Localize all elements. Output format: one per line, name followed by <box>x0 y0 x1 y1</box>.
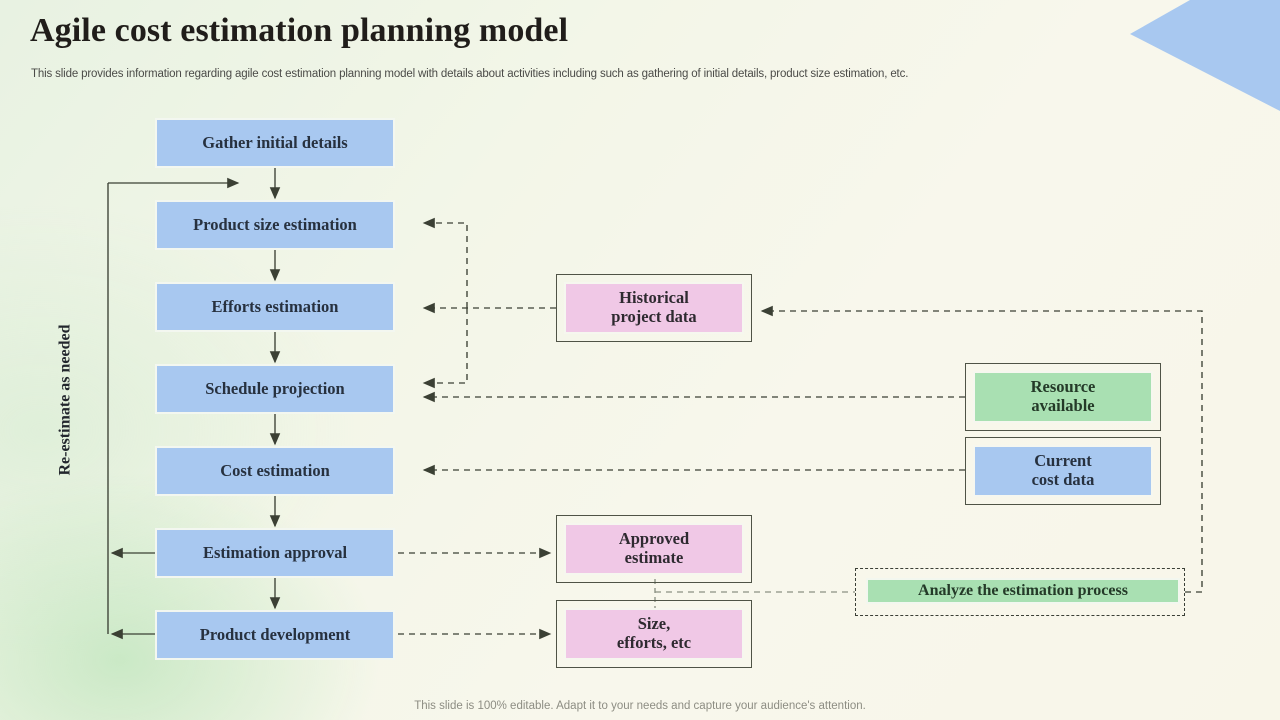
re-estimate-loop-label: Re-estimate as needed <box>55 285 77 515</box>
flow-step-schedule-projection[interactable]: Schedule projection <box>155 364 395 414</box>
input-card-historical-project-data[interactable]: Historical project data <box>556 274 752 342</box>
output-card-approved-estimate[interactable]: Approved estimate <box>556 515 752 583</box>
analyze-label: Analyze the estimation process <box>918 582 1128 599</box>
loop-label-text: Re-estimate as needed <box>57 324 75 476</box>
flow-step-estimation-approval[interactable]: Estimation approval <box>155 528 395 578</box>
flow-step-cost-estimation[interactable]: Cost estimation <box>155 446 395 496</box>
output-card-line-1: Size, <box>637 614 671 634</box>
output-card-line-1: Approved <box>618 529 690 549</box>
input-card-line-2: available <box>1031 396 1095 415</box>
output-card-size-efforts[interactable]: Size, efforts, etc <box>556 600 752 668</box>
input-card-resource-available[interactable]: Resource available <box>965 363 1161 431</box>
flow-step-label: Gather initial details <box>202 132 348 152</box>
flow-step-product-size-estimation[interactable]: Product size estimation <box>155 200 395 250</box>
input-card-line-2: cost data <box>1031 470 1095 489</box>
page-subtitle: This slide provides information regardin… <box>31 68 909 80</box>
output-card-line-2: efforts, etc <box>616 633 692 652</box>
flow-step-label: Cost estimation <box>220 460 330 480</box>
flow-step-label: Product development <box>199 624 351 644</box>
flow-step-label: Efforts estimation <box>211 296 339 316</box>
flow-step-label: Schedule projection <box>205 378 345 398</box>
analyze-dashed-frame <box>855 568 1185 616</box>
input-card-line-1: Current <box>1034 451 1092 471</box>
input-card-line-1: Resource <box>1030 377 1096 397</box>
input-card-current-cost-data[interactable]: Current cost data <box>965 437 1161 505</box>
input-card-line-1: Historical <box>619 288 689 308</box>
flow-step-label: Product size estimation <box>193 214 357 234</box>
analyze-estimation-process-box[interactable]: Analyze the estimation process <box>866 578 1180 604</box>
flow-step-label: Estimation approval <box>202 542 348 562</box>
slide-footer-note: This slide is 100% editable. Adapt it to… <box>414 700 866 712</box>
flow-step-product-development[interactable]: Product development <box>155 610 395 660</box>
output-card-line-2: estimate <box>624 548 684 567</box>
input-card-line-2: project data <box>611 307 697 326</box>
page-title: Agile cost estimation planning model <box>30 12 569 49</box>
flow-step-gather[interactable]: Gather initial details <box>155 118 395 168</box>
flow-step-efforts-estimation[interactable]: Efforts estimation <box>155 282 395 332</box>
